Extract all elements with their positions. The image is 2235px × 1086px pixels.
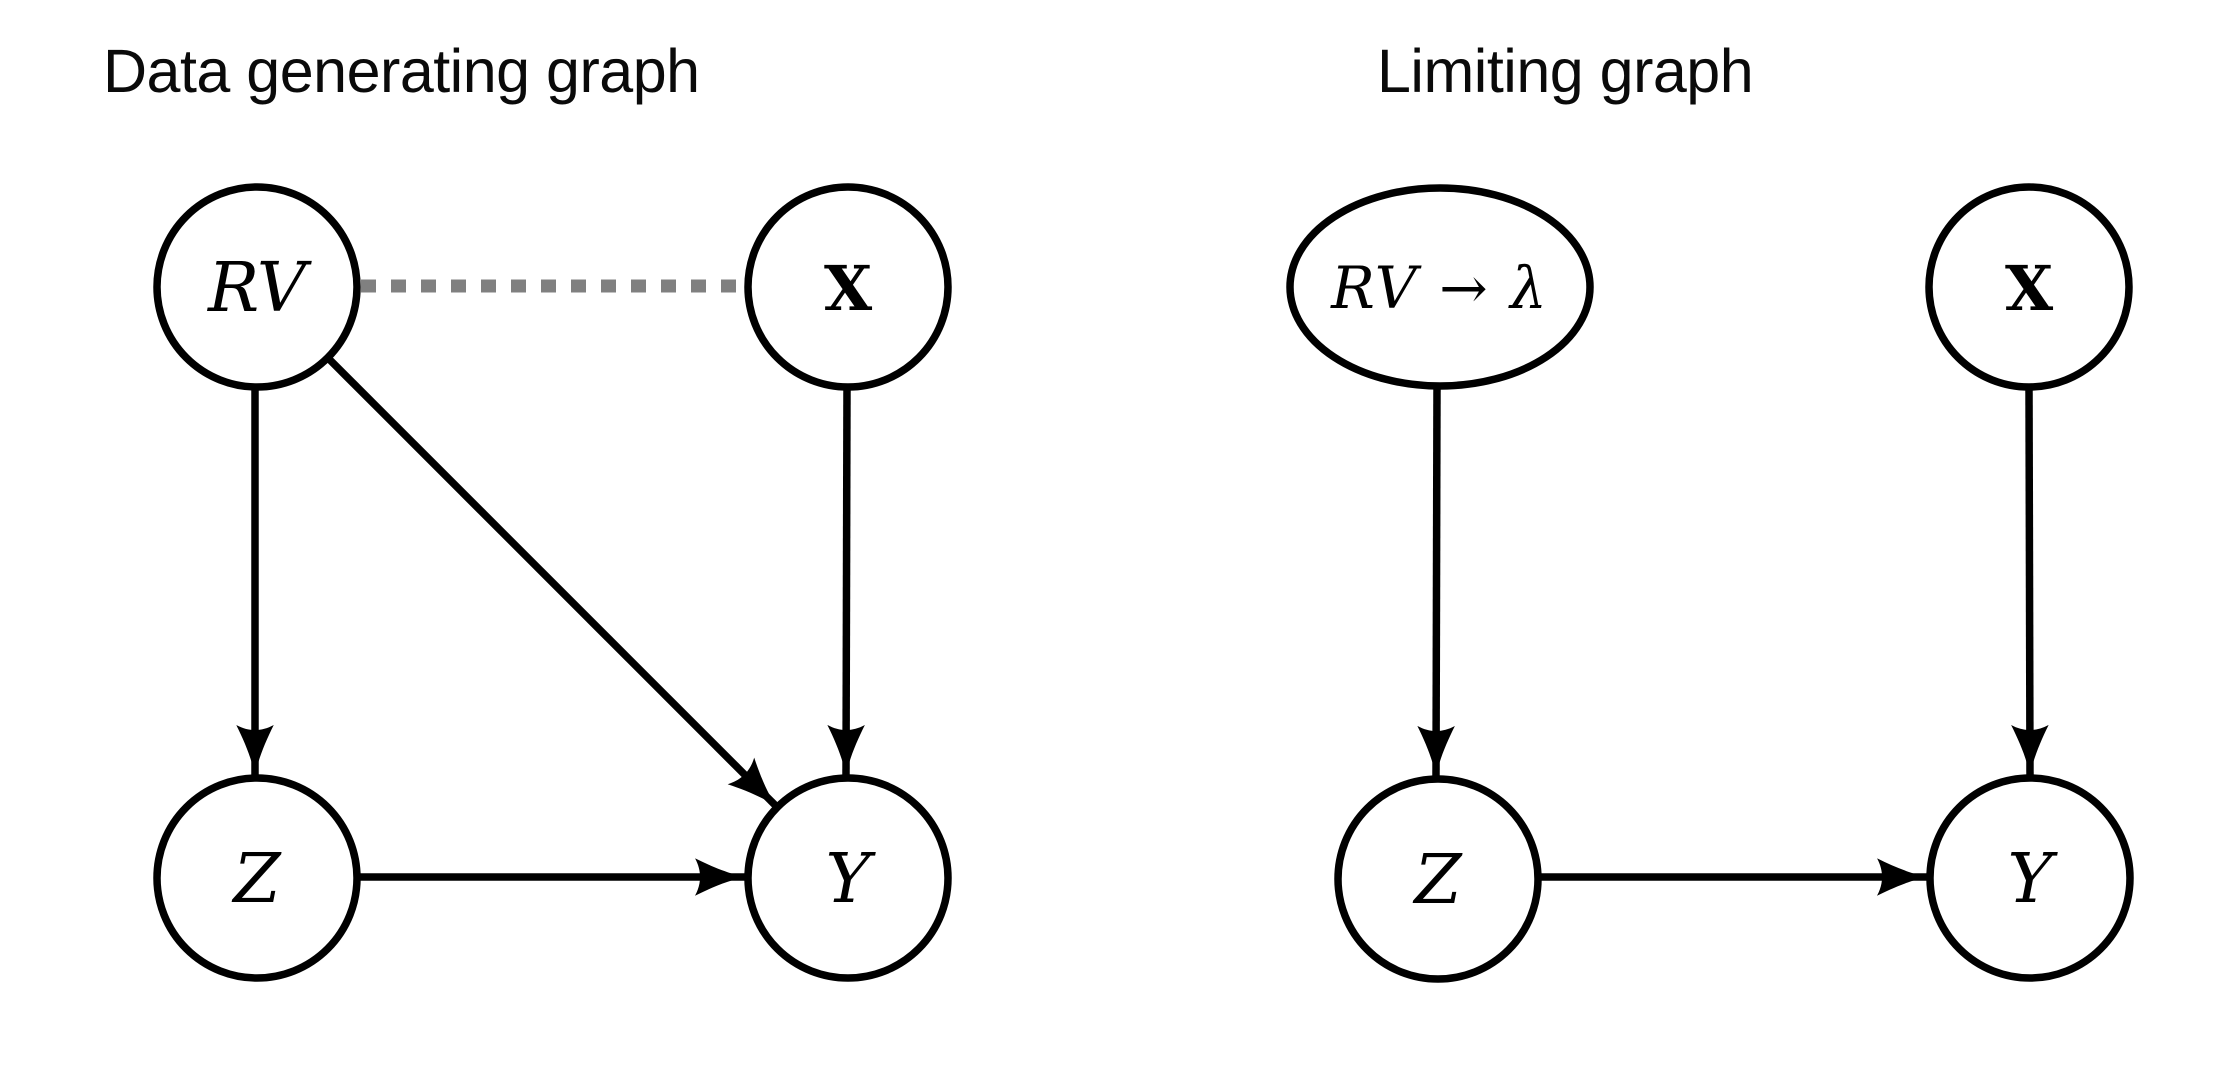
right-graph-title: Limiting graph: [1377, 37, 1753, 105]
node-y-label: Y: [826, 840, 877, 919]
node-y2-label: Y: [2008, 840, 2059, 919]
node-z: Z: [153, 774, 361, 982]
node-rv-label: RV: [206, 249, 312, 328]
node-rv-lambda: RV → λ: [1286, 184, 1594, 390]
node-x-circle: [744, 183, 952, 391]
node-z2-label: Z: [1412, 841, 1463, 920]
node-x-label: X: [824, 252, 873, 325]
node-z2-circle: [1334, 775, 1542, 983]
node-rv-lambda-label: RV → λ: [1330, 254, 1549, 322]
edge-x2-to-y2-arrow: [2011, 386, 2049, 777]
limiting-graph: Limiting graph RV → λ X Z Y: [1286, 37, 2134, 983]
node-z2: Z: [1334, 775, 1542, 983]
left-graph-title: Data generating graph: [103, 37, 700, 105]
node-rv-circle: [153, 183, 361, 391]
edge-rv-to-y-arrow: [325, 355, 780, 810]
node-y2: Y: [1926, 774, 2134, 982]
node-x2-circle: [1925, 183, 2133, 391]
node-rv: RV: [153, 183, 361, 391]
node-rv-lambda-ellipse: [1286, 184, 1594, 390]
edge-x-to-y-arrow: [827, 386, 865, 777]
node-x2: X: [1925, 183, 2133, 391]
node-x2-label: X: [2005, 252, 2054, 325]
node-y: Y: [744, 774, 952, 982]
edge-rvlambda-to-z-arrow: [1417, 385, 1455, 778]
node-y-circle: [744, 774, 952, 982]
node-z-circle: [153, 774, 361, 982]
node-x: X: [744, 183, 952, 391]
data-generating-graph: Data generating graph RV X Z Y: [103, 37, 952, 982]
node-y2-circle: [1926, 774, 2134, 982]
node-z-label: Z: [231, 840, 282, 919]
